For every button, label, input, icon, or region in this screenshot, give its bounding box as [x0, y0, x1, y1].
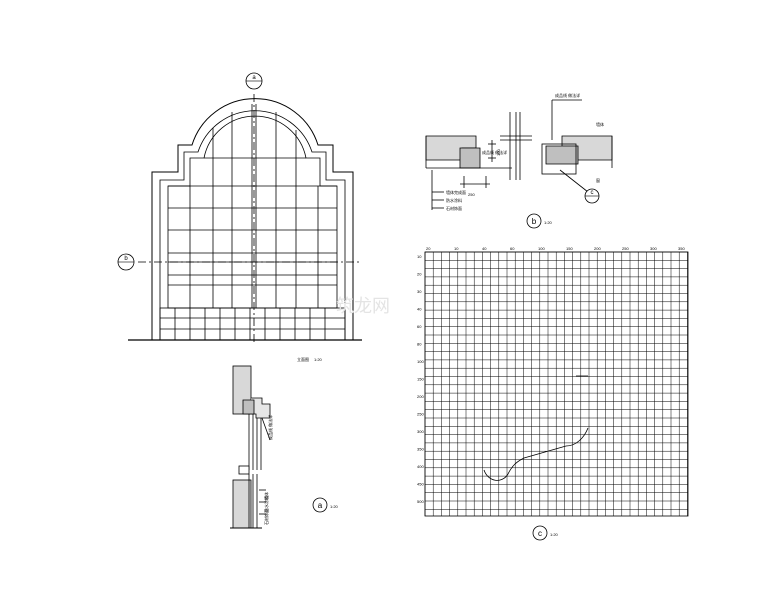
section-b-drawing	[425, 99, 613, 210]
section-b-note-right-mid: 窗	[596, 177, 600, 183]
section-a-note-3: 防水涂料	[263, 496, 269, 512]
section-b-note-left-1: 墙体完成面	[446, 189, 466, 195]
elevation-title: 立面图	[297, 356, 309, 362]
section-c-top-tick: 40	[482, 246, 487, 251]
section-c-profile	[483, 427, 589, 481]
section-b-note-right-top: 墙体	[596, 121, 604, 127]
window-elevation	[128, 94, 362, 345]
elevation-inner-frame	[159, 110, 346, 340]
elevation-marker-a-label: a	[252, 75, 256, 81]
elevation-base-panel	[159, 307, 346, 341]
section-c-left-tick: 300	[417, 429, 424, 434]
section-c-marker: c	[532, 525, 548, 541]
section-b-dim-100: 100	[496, 149, 501, 156]
section-c-top-tick: 350	[678, 246, 685, 251]
section-c-marker-label: c	[538, 529, 542, 538]
section-c-left-tick: 250	[417, 412, 424, 417]
section-c-top-tick: 60	[510, 246, 515, 251]
section-a-note-4: 石材饰面	[263, 509, 269, 525]
watermark: 筑龙网	[336, 296, 390, 317]
section-c-top-tick: 20	[426, 246, 431, 251]
section-c-left-tick: 450	[417, 482, 424, 487]
section-c-left-tick: 80	[417, 342, 422, 347]
section-c-left-tick: 400	[417, 464, 424, 469]
section-c-grid	[424, 251, 689, 517]
section-c-left-tick: 40	[417, 307, 422, 312]
section-c-top-ticks: 20 10 40 60 100 150 200 250 300 350	[426, 246, 685, 251]
section-c-top-tick: 200	[594, 246, 601, 251]
section-c-left-tick: 30	[417, 289, 422, 294]
section-c-left-tick: 350	[417, 447, 424, 452]
section-c-top-tick: 100	[538, 246, 545, 251]
section-a-note-1: 成品线 做法详	[267, 415, 273, 440]
elevation-glazing-outline	[167, 115, 338, 309]
elevation-outer-frame	[151, 98, 354, 340]
section-b-note-left-2: 防水涂料	[446, 197, 462, 203]
section-a-note-2: 墙体	[263, 492, 269, 500]
section-b-note-top: 成品线 做法详	[555, 92, 580, 98]
elevation-marker-b: b	[117, 253, 135, 271]
section-c-left-tick: 60	[417, 324, 422, 329]
section-b-note-inner: 成品线 做法详	[482, 149, 507, 155]
section-b-marker: b	[526, 213, 542, 229]
section-a-marker: a	[312, 497, 328, 513]
section-c-scale: 1:20	[550, 532, 559, 537]
section-c-left-tick: 150	[417, 377, 424, 382]
section-c-left-tick: 200	[417, 394, 424, 399]
section-a-scale: 1:20	[330, 504, 339, 509]
section-c-top-tick: 300	[650, 246, 657, 251]
elevation-title-scale: 1:20	[314, 357, 323, 362]
section-a-drawing	[230, 365, 271, 529]
section-b-scale: 1:20	[544, 220, 553, 225]
section-b-marker-c-label: c	[591, 190, 594, 196]
section-c-left-tick: 500	[417, 499, 424, 504]
section-c-left-tick: 100	[417, 359, 424, 364]
elevation-transoms	[168, 157, 337, 286]
section-c-top-tick: 150	[566, 246, 573, 251]
section-b-dim-250: 250	[468, 192, 475, 197]
section-c-top-tick: 250	[622, 246, 629, 251]
elevation-marker-b-label: b	[124, 256, 128, 262]
section-b-marker-label: b	[532, 217, 537, 226]
section-a-marker-label: a	[318, 501, 323, 510]
section-c-top-tick: 10	[454, 246, 459, 251]
section-c-left-tick: 20	[417, 272, 422, 277]
section-c-left-tick: 10	[417, 254, 422, 259]
section-b-note-left-3: 石材饰面	[446, 205, 462, 211]
elevation-marker-a: a	[245, 72, 263, 90]
section-c-left-ticks: 10 20 30 40 60 80 100 150 200 250 300 350 400 450 500	[417, 254, 424, 504]
section-b-marker-c: c	[584, 188, 600, 204]
